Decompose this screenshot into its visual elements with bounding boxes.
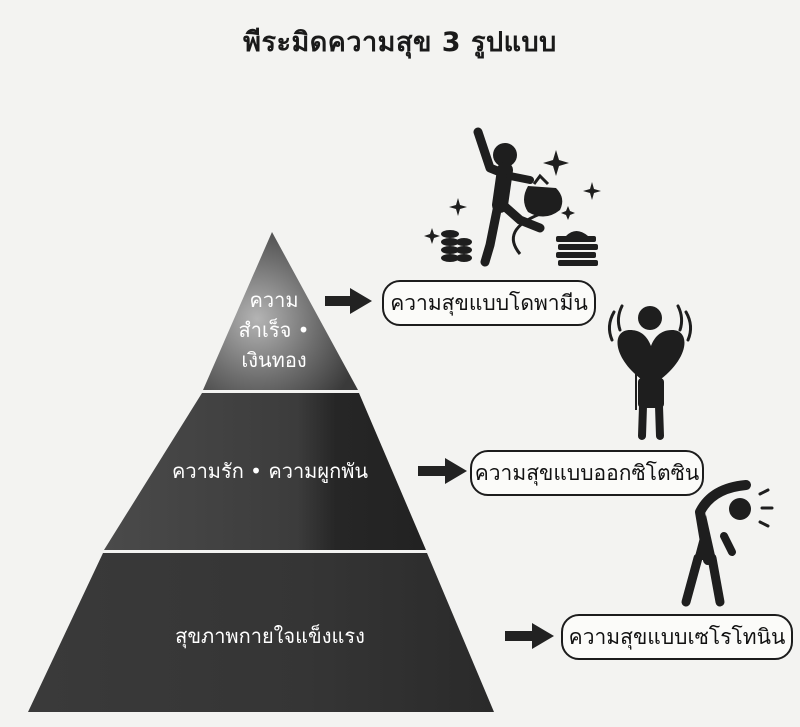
result-pill-oxytocin: ความสุขแบบออกซิโตซิน [470,450,704,496]
arrow-right-icon [325,288,372,314]
tier-top-label-line: ความ [249,288,299,312]
tier-top-label-line: สำเร็จ • [238,318,310,342]
person-holding-heart-icon [607,304,693,440]
pyramid-tier-bottom [28,553,494,712]
arrow-right-icon [418,458,467,484]
tier-top-label: ความ สำเร็จ • เงินทอง [222,285,326,375]
diagram-title: พีระมิดความสุข 3 รูปแบบ [243,27,557,58]
pyramid-tier-top [203,232,358,390]
tier-bottom-label: สุขภาพกายใจแข็งแรง [175,624,365,648]
celebrating-person-with-money-icon [424,127,601,267]
pyramid-tier-middle [104,393,426,550]
tier-top-label-line: เงินทอง [241,348,307,372]
person-stretching-icon [681,480,774,607]
arrow-right-icon [505,623,554,649]
result-pill-serotonin: ความสุขแบบเซโรโทนิน [561,614,793,660]
tier-middle-label: ความรัก • ความผูกพัน [171,459,369,483]
result-pill-dopamine: ความสุขแบบโดพามีน [382,280,596,326]
